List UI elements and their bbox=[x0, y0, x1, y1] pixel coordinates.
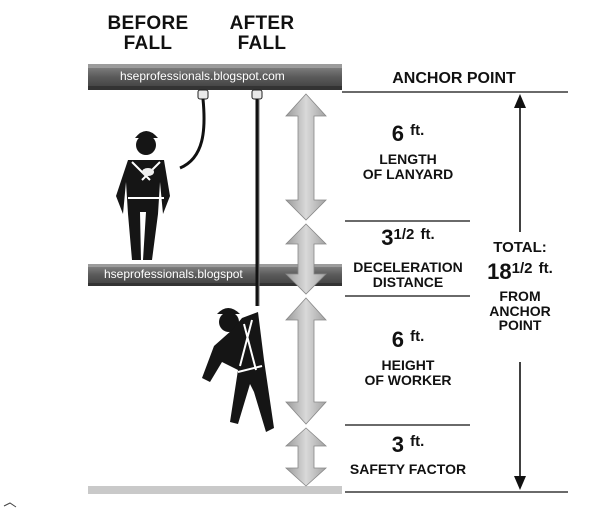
segment-2-label: DECELERATION DISTANCE bbox=[353, 259, 463, 290]
total-dimension-arrow bbox=[514, 94, 526, 490]
reference-lines bbox=[342, 91, 568, 493]
segment-1-value: 6 ft. bbox=[391, 121, 425, 146]
anchor-beam bbox=[88, 64, 342, 90]
total-heading: TOTAL: bbox=[493, 239, 547, 256]
total-description: FROM ANCHOR POINT bbox=[489, 287, 551, 334]
worker-before-fall bbox=[116, 131, 170, 260]
deceleration-arrow bbox=[285, 223, 327, 295]
segment-4-label: SAFETY FACTOR bbox=[349, 461, 467, 477]
segment-4-value: 3 ft. bbox=[391, 432, 425, 457]
anchor-point-label: ANCHOR POINT bbox=[392, 70, 516, 87]
worker-height-arrow bbox=[285, 297, 327, 425]
before-lanyard bbox=[179, 98, 206, 170]
before-fall-header: BEFORE FALL bbox=[107, 13, 189, 54]
safety-factor-arrow bbox=[284, 427, 328, 487]
segment-2-value: 31/2 ft. bbox=[381, 225, 435, 250]
total-summary: TOTAL: 181/2 ft. FROM ANCHOR POINT bbox=[472, 238, 568, 335]
floor-beam bbox=[88, 264, 342, 286]
anchor-clips bbox=[197, 89, 263, 100]
corner-mark bbox=[3, 502, 17, 508]
segment-arrows bbox=[284, 93, 328, 487]
total-value: 181/2 ft. bbox=[487, 258, 553, 284]
worker-after-fall bbox=[202, 308, 274, 432]
segment-1-label: LENGTH OF LANYARD bbox=[362, 151, 454, 182]
segment-3-value: 6 ft. bbox=[391, 327, 425, 352]
watermark-middle: hseprofessionals.blogspot bbox=[104, 267, 243, 281]
watermark-top: hseprofessionals.blogspot.com bbox=[120, 69, 285, 83]
ground-line bbox=[88, 486, 342, 494]
segment-3-label: HEIGHT OF WORKER bbox=[364, 357, 452, 388]
after-fall-header: AFTER FALL bbox=[229, 13, 295, 54]
lanyard-length-arrow bbox=[285, 93, 327, 221]
